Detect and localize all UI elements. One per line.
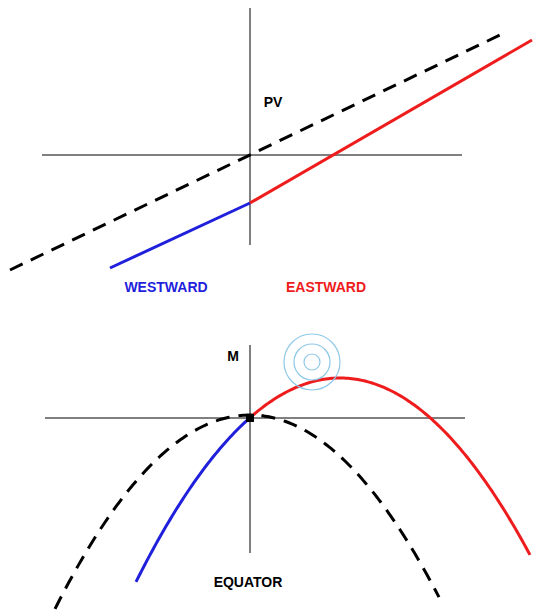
axis-line bbox=[250, 345, 251, 553]
direction-label: WESTWARD bbox=[124, 280, 207, 294]
axis-label: M bbox=[227, 349, 239, 363]
vortex-ring bbox=[284, 334, 340, 390]
eastward-line bbox=[250, 40, 532, 203]
westward-curve bbox=[136, 418, 250, 582]
reference-curve bbox=[55, 415, 439, 609]
origin-marker bbox=[246, 414, 254, 422]
direction-label: EASTWARD bbox=[286, 280, 366, 294]
axis-label: PV bbox=[264, 95, 283, 109]
axis-label: EQUATOR bbox=[214, 575, 283, 589]
axis-line bbox=[45, 418, 465, 419]
eastward-curve bbox=[250, 378, 530, 555]
axis-line bbox=[250, 8, 251, 245]
axis-line bbox=[42, 155, 462, 156]
westward-line bbox=[110, 203, 250, 268]
reference-line bbox=[10, 35, 500, 270]
vortex-ring bbox=[304, 354, 320, 370]
vortex-ring bbox=[294, 344, 330, 380]
